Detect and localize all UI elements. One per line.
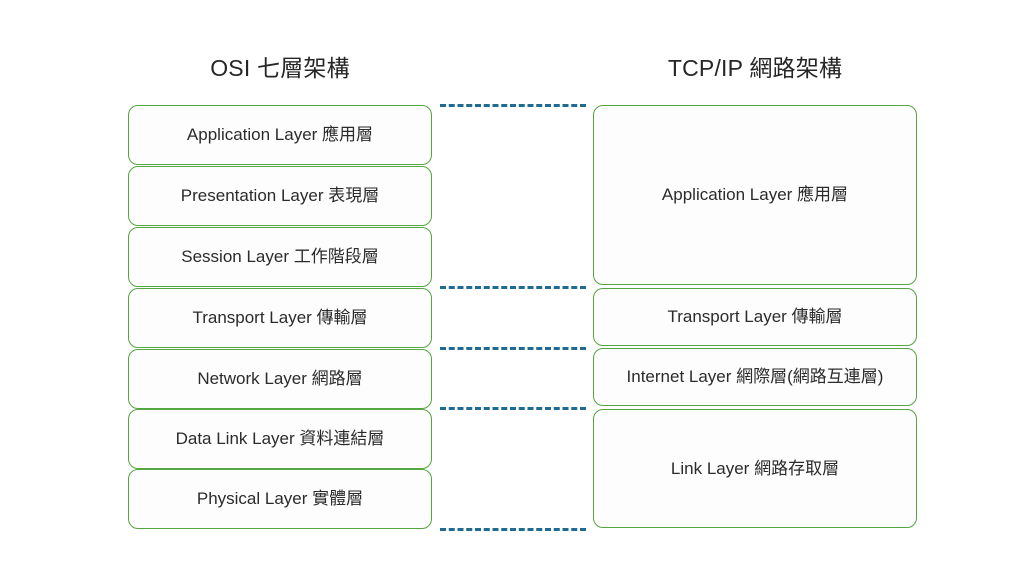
tcpip-layer-application[interactable]: Application Layer 應用層 (593, 105, 917, 285)
tcpip-layer-label: Link Layer 網路存取層 (670, 458, 840, 478)
osi-layer-session[interactable]: Session Layer 工作階段層 (128, 227, 432, 287)
connector-line-3 (440, 347, 586, 350)
tcpip-layer-transport[interactable]: Transport Layer 傳輸層 (593, 288, 917, 346)
osi-column-title: OSI 七層架構 (210, 55, 350, 81)
osi-layer-label: Transport Layer 傳輸層 (192, 308, 368, 327)
connector-line-4 (440, 407, 586, 410)
osi-layer-transport[interactable]: Transport Layer 傳輸層 (128, 288, 432, 348)
tcpip-layer-label: Internet Layer 網際層(網路互連層) (626, 367, 884, 386)
osi-layer-label: Presentation Layer 表現層 (180, 186, 380, 205)
osi-layer-label: Session Layer 工作階段層 (181, 247, 379, 266)
tcpip-layer-label: Transport Layer 傳輸層 (667, 307, 843, 326)
osi-layer-application[interactable]: Application Layer 應用層 (128, 105, 432, 165)
osi-layer-physical[interactable]: Physical Layer 實體層 (128, 469, 432, 529)
osi-layer-presentation[interactable]: Presentation Layer 表現層 (128, 166, 432, 226)
tcpip-layer-internet[interactable]: Internet Layer 網際層(網路互連層) (593, 348, 917, 406)
tcpip-layer-label: Application Layer 應用層 (661, 185, 849, 204)
osi-layer-label: Network Layer 網路層 (197, 369, 363, 388)
osi-layer-network[interactable]: Network Layer 網路層 (128, 349, 432, 409)
osi-layer-data-link[interactable]: Data Link Layer 資料連結層 (128, 409, 432, 469)
tcpip-column-title: TCP/IP 網路架構 (667, 55, 843, 81)
connector-line-2 (440, 286, 586, 289)
osi-layer-label: Application Layer 應用層 (186, 125, 374, 144)
osi-layer-label: Data Link Layer 資料連結層 (175, 429, 385, 448)
osi-layer-label: Physical Layer 實體層 (196, 489, 364, 508)
connector-line-5 (440, 528, 586, 531)
tcpip-layer-link[interactable]: Link Layer 網路存取層 (593, 409, 917, 528)
connector-line-1 (440, 104, 586, 107)
